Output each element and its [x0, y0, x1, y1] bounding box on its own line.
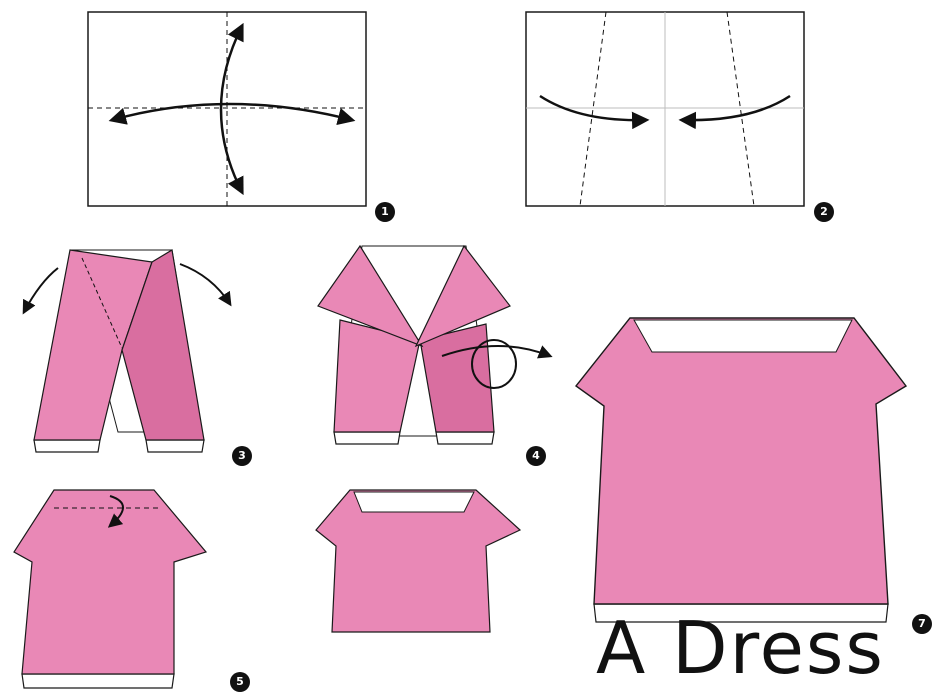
step-4-diagram [317, 244, 553, 445]
page-title: A Dress [596, 606, 885, 690]
turn-over-arrow [471, 339, 517, 389]
step-number-4: 4 [526, 446, 546, 466]
step-2-diagram [525, 11, 805, 207]
fold-right-arrow [678, 94, 791, 130]
vertical-fold-arrow [219, 22, 244, 196]
step-6-diagram [315, 489, 522, 633]
step-number-5: 5 [230, 672, 250, 692]
fold-left-arrow [539, 94, 650, 130]
step-7-diagram [574, 317, 908, 623]
step-5-diagram [13, 489, 208, 689]
step-number-1: 1 [375, 202, 395, 222]
step-1-diagram [87, 11, 367, 207]
step-number-7: 7 [912, 614, 932, 634]
step-number-3: 3 [232, 446, 252, 466]
step-3-diagram [22, 249, 232, 453]
step-number-2: 2 [814, 202, 834, 222]
